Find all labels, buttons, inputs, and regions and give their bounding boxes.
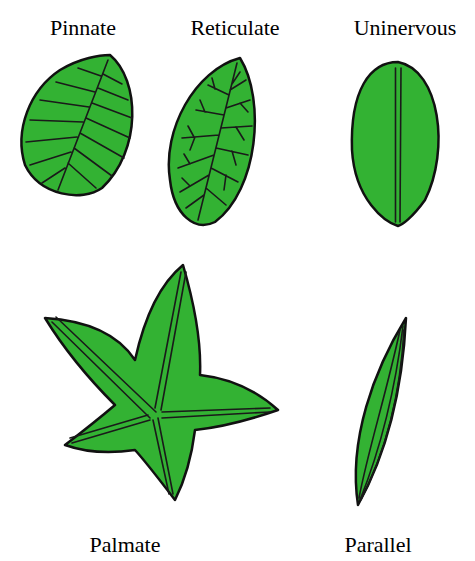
leaf-label: Palmate: [90, 533, 161, 557]
palmate-leaf: [45, 265, 278, 500]
palmate-veins: [52, 272, 270, 494]
leaf-label: Reticulate: [190, 16, 279, 40]
parallel-leaf: [356, 318, 406, 505]
leaf-label: Uninervous: [354, 16, 457, 40]
leaf-label: Pinnate: [50, 16, 116, 40]
pinnate-leaf: [22, 55, 133, 195]
pinnate-veins: [26, 60, 132, 190]
uninervous-vein: [396, 68, 402, 222]
leaf-label: Parallel: [344, 533, 411, 557]
uninervous-leaf: [352, 62, 439, 226]
reticulate-veins: [178, 63, 252, 220]
parallel-veins: [359, 326, 404, 500]
reticulate-leaf: [169, 58, 255, 225]
